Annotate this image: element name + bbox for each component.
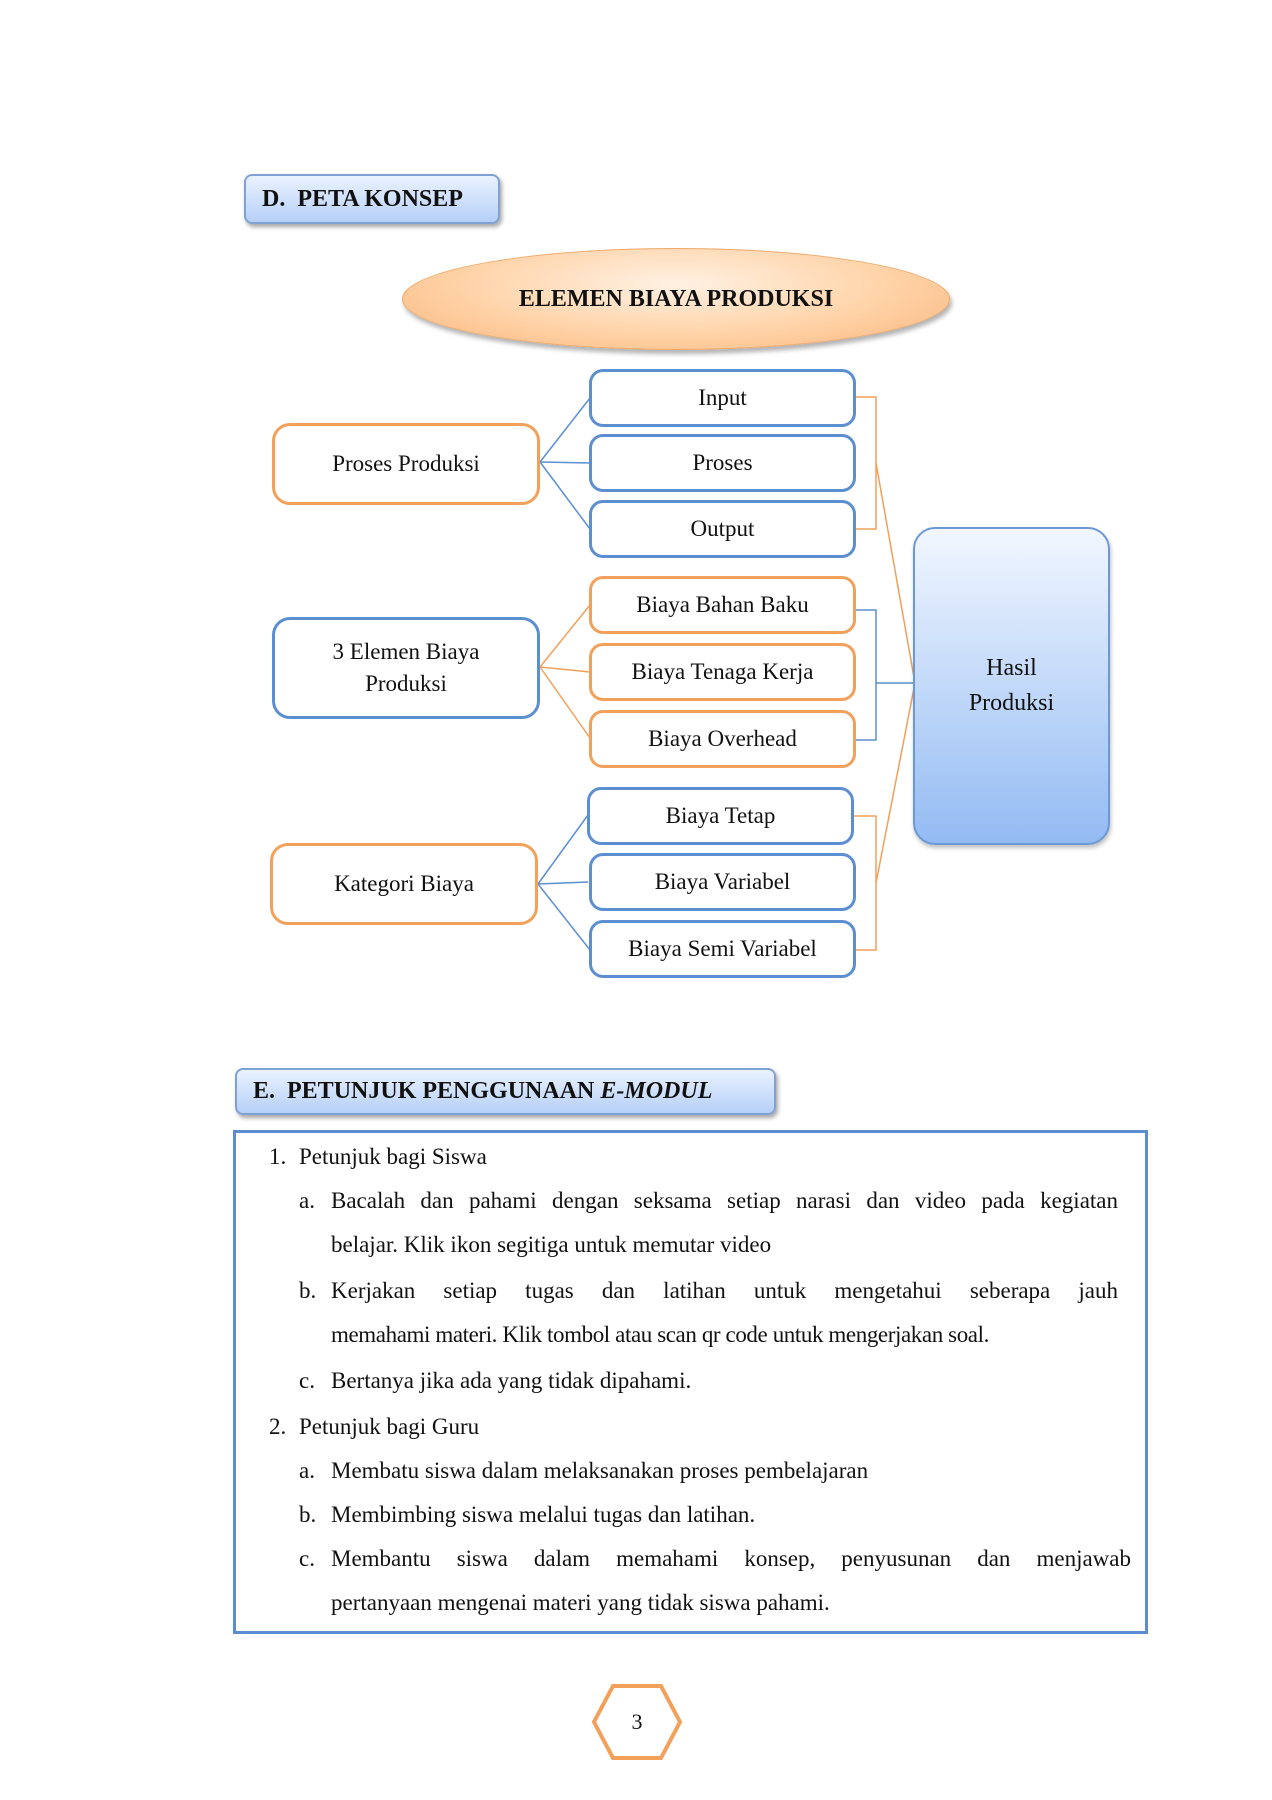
concept-item-proses: Proses — [589, 434, 856, 492]
concept-group-kategori-biaya: Kategori Biaya — [270, 843, 538, 925]
instruction-item-letter: b. — [299, 1502, 317, 1527]
instruction-group-title: Petunjuk bagi Guru — [299, 1414, 480, 1439]
section-e-title: PETUNJUK PENGGUNAAN E-MODUL — [287, 1078, 712, 1105]
concept-result-hasil-produksi: Hasil Produksi — [913, 527, 1110, 845]
instruction-group-siswa: 1. Petunjuk bagi Siswa — [236, 1135, 1145, 1179]
concept-item-biaya-bahan-baku: Biaya Bahan Baku — [589, 576, 856, 634]
instruction-group-title: Petunjuk bagi Siswa — [299, 1144, 487, 1169]
section-e-title-italic: E-MODUL — [600, 1078, 713, 1104]
instruction-item-siswa-b: b. Kerjakan setiap tugas dan latihan unt… — [236, 1269, 1145, 1357]
section-e-heading: E. PETUNJUK PENGGUNAAN E-MODUL — [235, 1068, 776, 1115]
instruction-item-line: Membatu siswa dalam melaksanakan proses … — [331, 1458, 869, 1483]
concept-item-biaya-tenaga-kerja: Biaya Tenaga Kerja — [589, 643, 856, 701]
section-d-heading: D. PETA KONSEP — [244, 174, 500, 224]
result-line-1: Hasil — [986, 655, 1037, 682]
instruction-item-line: Bacalah dan pahami dengan seksama setiap… — [331, 1188, 1118, 1213]
section-e-title-prefix: PETUNJUK PENGGUNAAN — [287, 1078, 601, 1104]
concept-group-elemen-biaya: 3 Elemen Biaya Produksi — [272, 617, 540, 719]
instruction-item-line: memahami materi. Klik tombol atau scan q… — [331, 1322, 989, 1347]
section-e-number: E. — [253, 1078, 276, 1104]
concept-item-input: Input — [589, 369, 856, 427]
instruction-item-line: Bertanya jika ada yang tidak dipahami. — [331, 1368, 692, 1393]
page-number: 3 — [631, 1709, 643, 1734]
result-line-2: Produksi — [968, 690, 1055, 716]
hexagon-icon — [591, 1684, 683, 1760]
instructions-box: 1. Petunjuk bagi Siswa a. Bacalah dan pa… — [233, 1130, 1148, 1634]
instruction-group-guru: 2. Petunjuk bagi Guru — [236, 1405, 1145, 1449]
instruction-item-letter: b. — [299, 1278, 317, 1303]
instruction-item-guru-b: b. Membimbing siswa melalui tugas dan la… — [236, 1493, 1145, 1537]
instruction-item-guru-a: a. Membatu siswa dalam melaksanakan pros… — [236, 1449, 1145, 1493]
instruction-item-letter: a. — [299, 1188, 315, 1213]
instruction-item-siswa-a: a. Bacalah dan pahami dengan seksama set… — [236, 1179, 1145, 1267]
instruction-item-line: pertanyaan mengenai materi yang tidak si… — [331, 1590, 830, 1615]
concept-map-root: ELEMEN BIAYA PRODUKSI — [402, 248, 950, 350]
section-d-number: D. — [262, 185, 286, 212]
concept-item-biaya-tetap: Biaya Tetap — [587, 787, 854, 845]
instruction-item-letter: c. — [299, 1368, 315, 1393]
instruction-group-number: 1. — [269, 1144, 287, 1169]
concept-item-output: Output — [589, 500, 856, 558]
section-d-title: PETA KONSEP — [297, 185, 463, 212]
concept-item-biaya-overhead: Biaya Overhead — [589, 710, 856, 768]
instruction-item-siswa-c: c. Bertanya jika ada yang tidak dipahami… — [236, 1359, 1145, 1403]
instruction-item-line: belajar. Klik ikon segitiga untuk memuta… — [331, 1232, 772, 1257]
concept-item-biaya-variabel: Biaya Variabel — [589, 853, 856, 911]
instruction-item-line: Membimbing siswa melalui tugas dan latih… — [331, 1502, 756, 1527]
instruction-item-line: Membantu siswa dalam memahami konsep, pe… — [331, 1546, 1131, 1571]
instruction-item-line: Kerjakan setiap tugas dan latihan untuk … — [331, 1278, 1118, 1303]
concept-item-biaya-semi-variabel: Biaya Semi Variabel — [589, 920, 856, 978]
instruction-group-number: 2. — [269, 1414, 287, 1439]
page-number-badge: 3 — [591, 1683, 683, 1761]
concept-group-proses-produksi: Proses Produksi — [272, 423, 540, 505]
instruction-item-guru-c: c. Membantu siswa dalam memahami konsep,… — [236, 1537, 1145, 1625]
instruction-item-letter: c. — [299, 1546, 315, 1571]
instruction-item-letter: a. — [299, 1458, 315, 1483]
